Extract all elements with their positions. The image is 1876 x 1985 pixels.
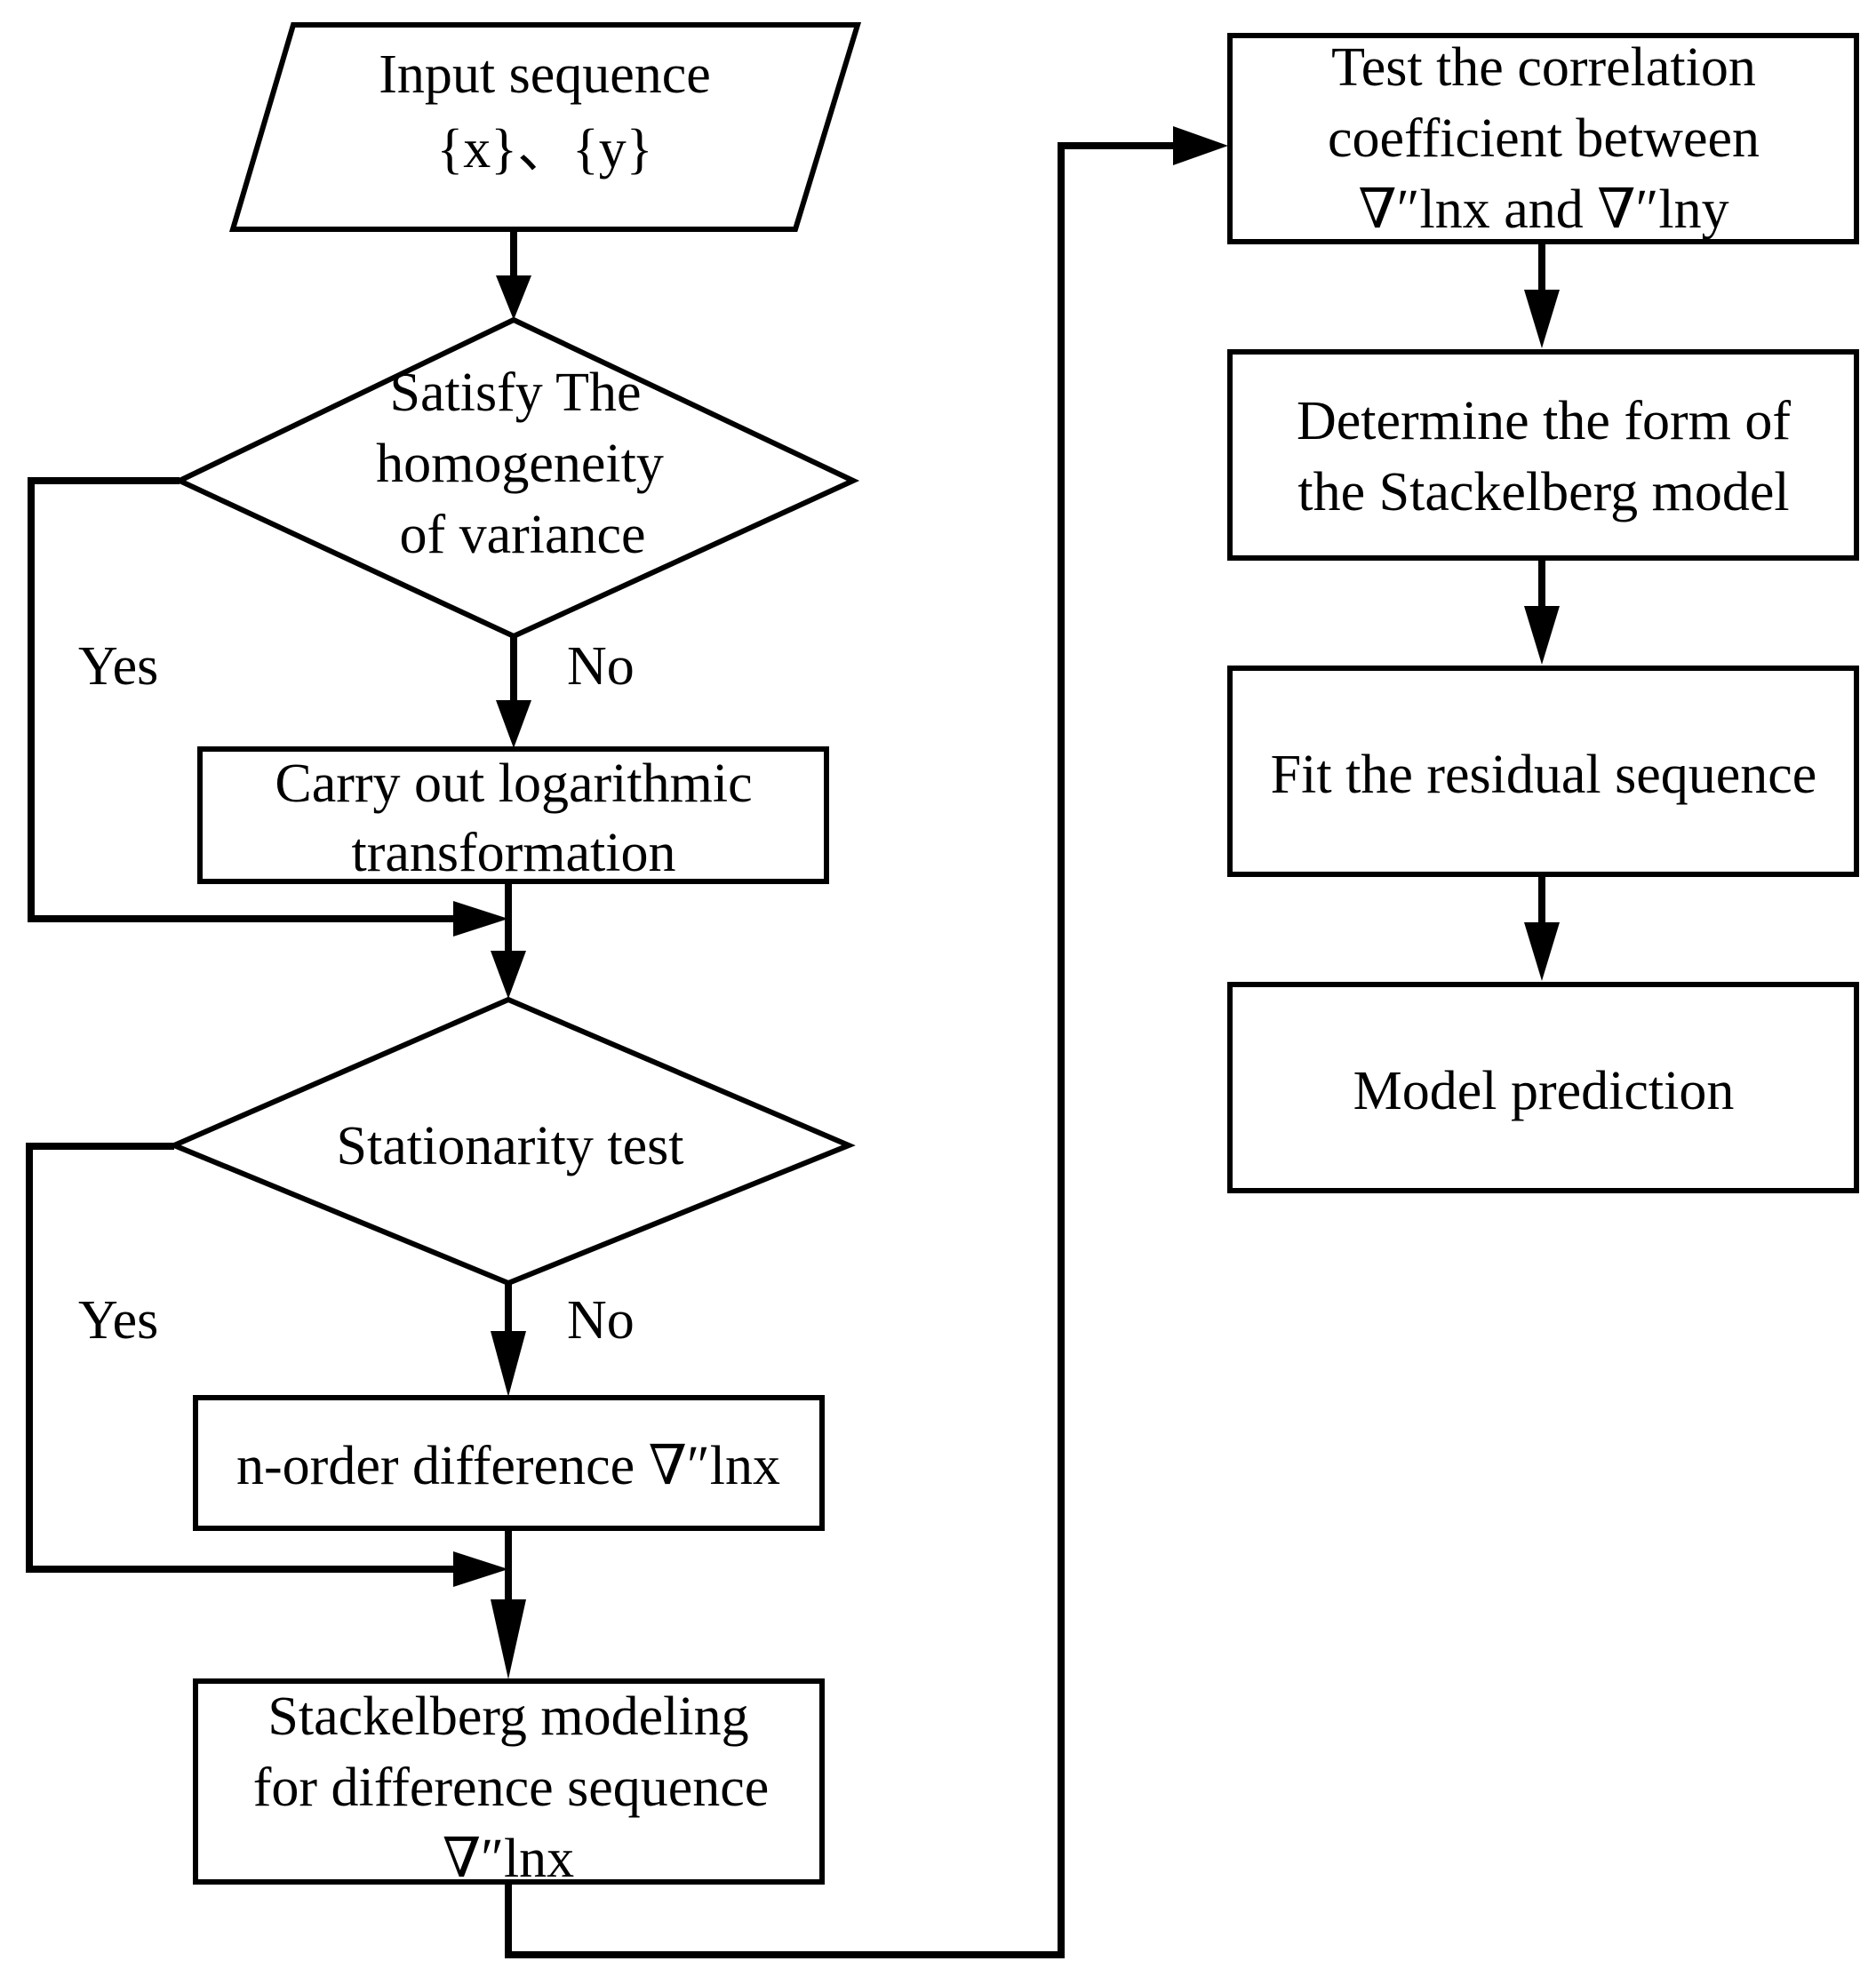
- edge-labels: Yes No Yes No: [78, 636, 635, 1351]
- edge-modeling-correlation: [505, 142, 1179, 1958]
- node-correlation: Test the correlation coefficient between…: [1227, 33, 1859, 244]
- arrowhead-right: [1173, 126, 1228, 165]
- input-parallelogram: [228, 22, 862, 232]
- arrowhead-down: [496, 275, 531, 320]
- node-text-line: Fit the residual sequence: [1271, 745, 1817, 805]
- logtransform-box: [197, 746, 829, 884]
- arrowhead-down: [491, 1331, 526, 1397]
- node-residual: Fit the residual sequence: [1227, 666, 1859, 877]
- node-text-line: Test the correlation: [1331, 37, 1756, 98]
- node-text-line: ∇″lnx: [443, 1829, 574, 1889]
- edge-label-no: No: [567, 1290, 635, 1351]
- difference-box: [193, 1395, 825, 1531]
- arrowhead-right: [453, 901, 508, 937]
- node-text-line: Carry out logarithmic: [275, 753, 752, 814]
- edge-stationarity-yes: [26, 1143, 458, 1573]
- edge-label-no: No: [567, 636, 635, 697]
- node-text-line: Stackelberg modeling: [267, 1686, 748, 1747]
- correlation-box: [1227, 33, 1859, 244]
- node-text-line: transformation: [351, 823, 675, 883]
- stationarity-diamond: [167, 996, 856, 1287]
- node-text-line: of variance: [399, 505, 645, 565]
- node-model-form: Determine the form of the Stackelberg mo…: [1227, 349, 1859, 561]
- model-form-box: [1227, 349, 1859, 561]
- residual-box: [1227, 666, 1859, 877]
- arrowheads: [453, 126, 1560, 1679]
- node-text-line: Input sequence: [379, 44, 711, 105]
- connectors: [26, 142, 1545, 1958]
- node-text-line: ∇″lnx and ∇″lny: [1358, 179, 1728, 240]
- node-text-line: for difference sequence: [253, 1758, 770, 1818]
- node-text-line: Satisfy The: [390, 363, 642, 423]
- node-text-line: Determine the form of: [1297, 391, 1791, 451]
- node-text-line: the Stackelberg model: [1297, 462, 1789, 522]
- homogeneity-diamond: [172, 316, 860, 640]
- arrowhead-down: [1524, 606, 1560, 665]
- node-text-line: {x}、{y}: [436, 119, 652, 179]
- node-text-line: Model prediction: [1353, 1061, 1735, 1121]
- edge-label-yes: Yes: [78, 636, 158, 697]
- node-stationarity: Stationarity test: [167, 996, 856, 1287]
- edge-label-yes: Yes: [78, 1290, 158, 1351]
- arrowhead-down: [496, 700, 531, 748]
- node-homogeneity: Satisfy The homogeneity of variance: [172, 316, 860, 640]
- arrowhead-down: [1524, 922, 1560, 981]
- edge-homogeneity-yes: [28, 477, 458, 922]
- arrowhead-down: [491, 1599, 526, 1679]
- node-input: Input sequence {x}、{y}: [228, 22, 862, 232]
- node-text-line: coefficient between: [1328, 108, 1760, 169]
- node-text-line: n-order difference ∇″lnx: [236, 1436, 780, 1496]
- prediction-box: [1227, 982, 1859, 1193]
- arrowhead-down: [491, 951, 526, 999]
- node-text-line: Stationarity test: [337, 1116, 684, 1176]
- node-logtransform: Carry out logarithmic transformation: [197, 746, 829, 884]
- stackelberg-modeling-box: [193, 1678, 825, 1885]
- arrowhead-right: [453, 1551, 508, 1587]
- node-prediction: Model prediction: [1227, 982, 1859, 1193]
- arrowhead-down: [1524, 290, 1560, 348]
- node-text-line: homogeneity: [376, 434, 664, 494]
- node-difference: n-order difference ∇″lnx: [193, 1395, 825, 1531]
- node-stackelberg-modeling: Stackelberg modeling for difference sequ…: [193, 1678, 825, 1889]
